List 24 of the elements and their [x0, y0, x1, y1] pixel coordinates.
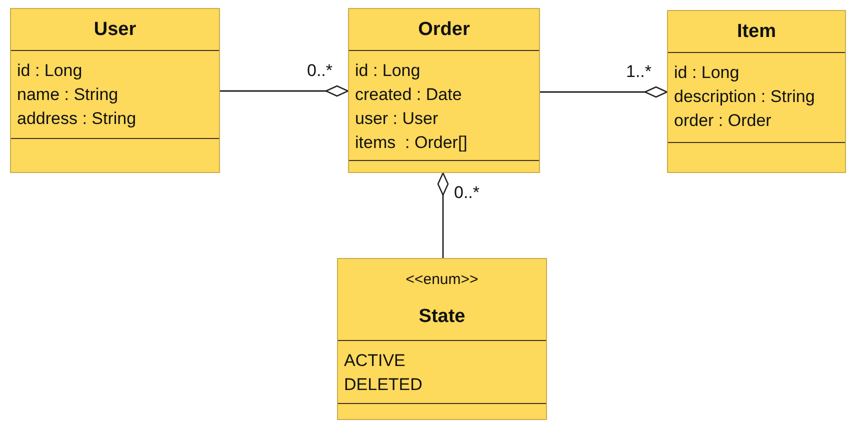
attribute-text: ACTIVE: [344, 350, 406, 372]
class-box: [348, 8, 540, 173]
class-box: [337, 258, 547, 420]
attribute-text: order : Order: [674, 110, 772, 132]
association-line: [220, 85, 349, 97]
attribute-text: description : String: [674, 86, 815, 108]
attribute-text: id : Long: [674, 62, 740, 84]
attribute-text: name : String: [17, 84, 118, 106]
association-line: [437, 172, 449, 258]
stereotype-label: <<enum>>: [406, 271, 478, 288]
class-name: User: [94, 18, 136, 40]
attribute-text: items : Order[]: [355, 132, 468, 154]
attribute-text: id : Long: [355, 60, 420, 82]
attribute-text: id : Long: [17, 60, 82, 82]
class-box: [10, 8, 220, 173]
attribute-text: user : User: [355, 108, 438, 130]
attribute-text: DELETED: [344, 374, 422, 396]
class-box: [667, 10, 846, 173]
association-line: [540, 86, 668, 98]
attribute-text: address : String: [17, 108, 136, 130]
class-name: Item: [736, 20, 776, 42]
attribute-text: created : Date: [355, 84, 462, 106]
class-name: Order: [418, 18, 470, 40]
class-name: State: [418, 306, 466, 328]
